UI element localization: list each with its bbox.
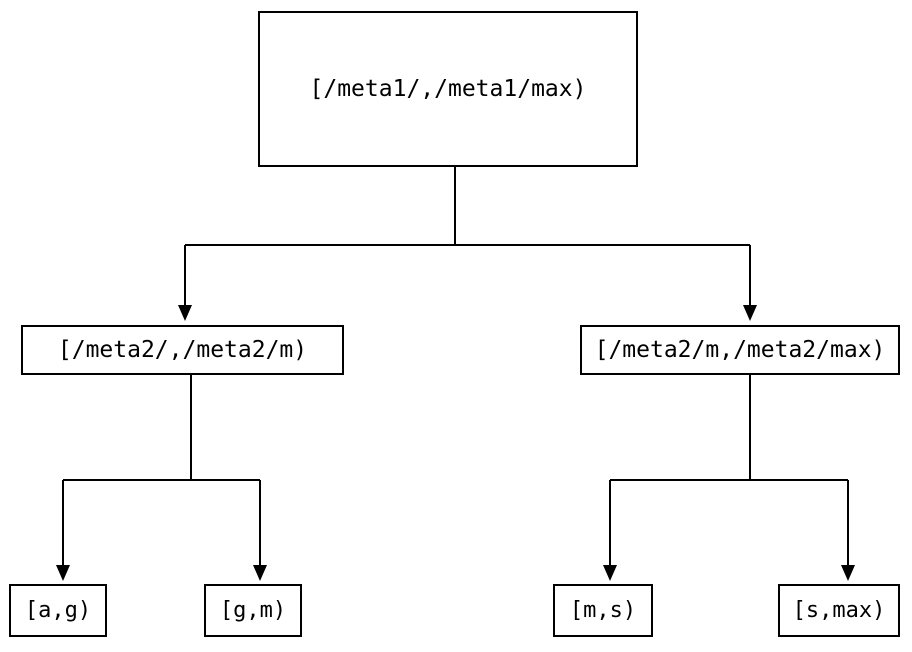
node-mid-left[interactable]: [/meta2/,/meta2/m) xyxy=(21,325,344,375)
node-root[interactable]: [/meta1/,/meta1/max) xyxy=(258,11,638,167)
node-leaf-3-label: [m,s) xyxy=(569,597,637,623)
arrowhead-to-leaf-1 xyxy=(56,565,70,581)
arrowhead-to-leaf-3 xyxy=(603,565,617,581)
arrowhead-to-mid-right xyxy=(743,305,757,321)
arrowhead-to-leaf-2 xyxy=(253,565,267,581)
node-leaf-3[interactable]: [m,s) xyxy=(553,584,653,637)
node-leaf-4-label: [s,max) xyxy=(792,597,886,623)
arrowhead-to-leaf-4 xyxy=(841,565,855,581)
node-leaf-1-label: [a,g) xyxy=(24,597,92,623)
arrowhead-to-mid-left xyxy=(178,305,192,321)
node-leaf-2-label: [g,m) xyxy=(219,597,287,623)
node-mid-right[interactable]: [/meta2/m,/meta2/max) xyxy=(580,325,900,375)
node-root-label: [/meta1/,/meta1/max) xyxy=(309,75,587,102)
node-mid-right-label: [/meta2/m,/meta2/max) xyxy=(594,336,886,363)
node-leaf-2[interactable]: [g,m) xyxy=(204,584,302,637)
node-mid-left-label: [/meta2/,/meta2/m) xyxy=(57,336,308,363)
node-leaf-1[interactable]: [a,g) xyxy=(9,584,107,637)
node-leaf-4[interactable]: [s,max) xyxy=(778,584,900,637)
